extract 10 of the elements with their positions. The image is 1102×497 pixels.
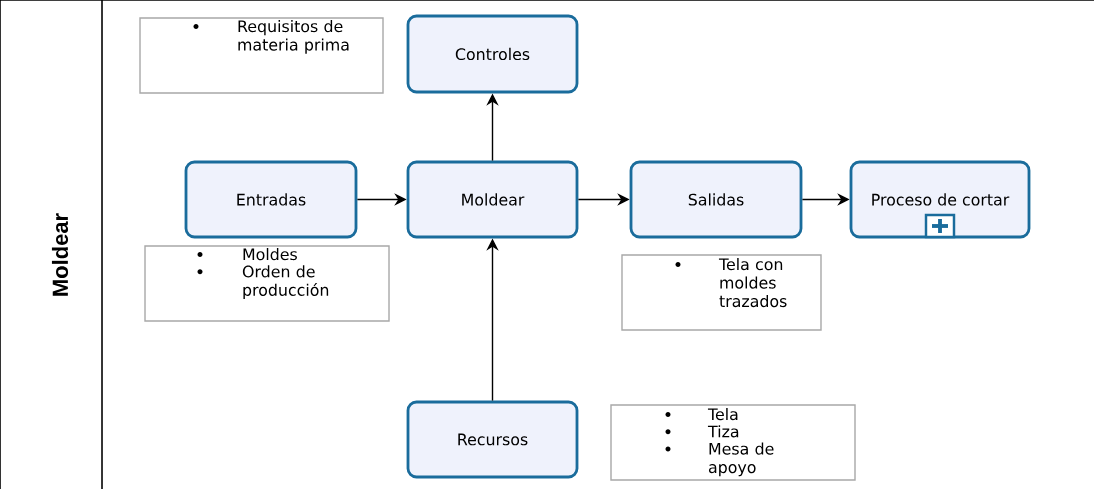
note-box: Moldes Orden de producción <box>144 245 390 322</box>
subprocess-box: Proceso de cortar <box>849 160 1031 239</box>
process-box: Recursos <box>406 400 579 479</box>
process-box: Controles <box>406 14 579 94</box>
note-box: Tela Tiza Mesa de apoyo <box>610 404 856 481</box>
note-box: Requisitos de materia prima <box>139 17 384 94</box>
process-box: Salidas <box>629 160 803 239</box>
process-box: Moldear <box>406 160 579 239</box>
note-box: Tela con moldes trazados <box>621 254 822 331</box>
process-box: Entradas <box>184 160 358 239</box>
